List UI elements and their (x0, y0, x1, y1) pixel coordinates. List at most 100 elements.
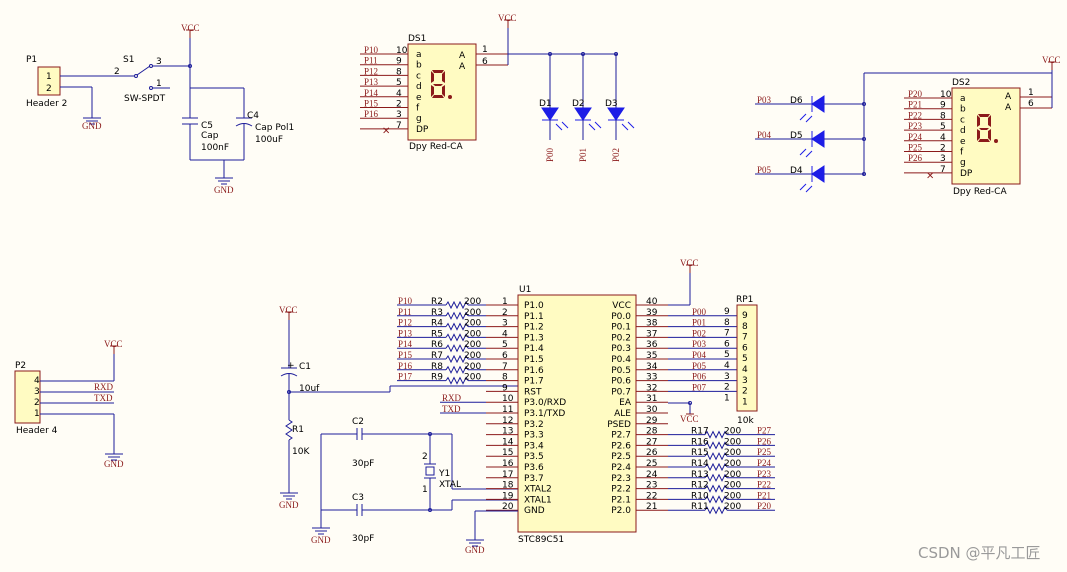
rp1-value: 10k (737, 416, 754, 426)
rp1-pinnum-5: 5 (724, 350, 730, 360)
u1-pinname-39: P0.0 (611, 312, 631, 322)
led-ref-d6: D6 (790, 96, 803, 106)
ds1-pinnum-0: 10 (396, 46, 408, 56)
gnd-label-reset: GND (279, 500, 299, 510)
vcc-label-reset: VCC (279, 305, 298, 315)
u1-pinname-23: P2.2 (611, 485, 631, 495)
rp1-pinnum-1: 1 (724, 393, 730, 403)
res-ref-r10: R10 (691, 491, 709, 501)
u1-pin-9: 9 (502, 383, 508, 393)
res-val-r17: 200 (724, 427, 741, 437)
rp1-pinlabel-8: 8 (742, 322, 748, 332)
u1-pin-10: 10 (502, 394, 514, 404)
u1-pinname-37: P0.2 (611, 333, 631, 343)
u1-pin-29: 29 (646, 416, 658, 426)
res-ref-r13: R13 (691, 470, 709, 480)
u1-pinname-25: P2.4 (611, 463, 631, 473)
p2-pin4: 4 (34, 376, 40, 386)
u1-pinname-38: P0.1 (611, 323, 631, 333)
ds2-display: DS2 a10P20b9P21c8P22d5P23e4P24f2P25g3P26… (904, 78, 1052, 197)
ds2-pinnum-7: 7 (940, 165, 946, 175)
u1-pinname-36: P0.3 (611, 344, 631, 354)
ds1-pin6: 6 (482, 57, 488, 67)
y1-ref: Y1 (438, 469, 450, 479)
reset-circuit: VCC + C1 10uf GND R1 10K (279, 305, 518, 510)
u1-pin-16: 16 (502, 459, 514, 469)
ds2-pinnum-1: 9 (940, 101, 946, 111)
u1-pin-32: 32 (646, 383, 657, 393)
vcc-label-ds1: VCC (498, 13, 517, 23)
ds2-seg-c: c (960, 115, 965, 125)
u1-pinname-34: P0.5 (611, 366, 631, 376)
led-ref-d3: D3 (605, 99, 618, 109)
u1-pinname-20: GND (524, 506, 545, 516)
p1-name: Header 2 (26, 99, 67, 109)
c1-value: 10uf (299, 384, 320, 394)
u1-pin-3: 3 (502, 319, 508, 329)
ds2-seg-d: d (960, 126, 966, 136)
rp1-pinlabel-2: 2 (742, 387, 748, 397)
res-val-r6: 200 (464, 340, 481, 350)
rp1-pinlabel-4: 4 (742, 365, 748, 375)
rp1-ref: RP1 (736, 295, 753, 305)
u1-pin-13: 13 (502, 427, 513, 437)
u1-name: STC89C51 (518, 535, 564, 545)
res-ref-r8: R8 (431, 362, 443, 372)
c1-ref: C1 (299, 362, 311, 372)
ds2-seg-b: b (960, 105, 966, 115)
ds1-pinnum-3: 5 (396, 78, 402, 88)
vcc-label-1: VCC (181, 23, 200, 33)
res-ref-r11: R11 (691, 502, 709, 512)
res-ref-r9: R9 (431, 373, 443, 383)
u1-pin-31: 31 (646, 394, 657, 404)
u1-pinname-17: P3.7 (524, 474, 544, 484)
led-d3 (607, 107, 625, 121)
res-net-P13: P13 (398, 328, 413, 338)
u1-pinname-32: P0.7 (611, 387, 631, 397)
u1-pin-28: 28 (646, 427, 658, 437)
u1-pin-35: 35 (646, 351, 657, 361)
ds1-name: Dpy Red-CA (409, 142, 463, 152)
res-val-r8: 200 (464, 362, 481, 372)
ds2-seg-f: f (960, 148, 964, 158)
res-net-P20: P20 (757, 501, 772, 511)
ds1-pinnum-1: 9 (396, 57, 402, 67)
c3-value: 30pF (352, 534, 374, 544)
u1-pin-24: 24 (646, 470, 658, 480)
u1-pin-17: 17 (502, 470, 513, 480)
res-ref-r12: R12 (691, 481, 709, 491)
u1-net-TXD: TXD (442, 404, 461, 414)
vcc-label-p2: VCC (104, 339, 123, 349)
ds1-pinnum-2: 8 (396, 67, 402, 77)
p0-net-P07: P07 (692, 382, 707, 392)
ds2-seg-e: e (960, 137, 966, 147)
u1-pin-8: 8 (502, 373, 508, 383)
ds1-net-P10: P10 (364, 45, 379, 55)
ds2-anode-a1: A (1005, 92, 1012, 102)
res-ref-r4: R4 (431, 319, 443, 329)
u1-pinname-19: XTAL1 (524, 495, 552, 505)
p1-pin1: 1 (46, 72, 52, 82)
res-ref-r16: R16 (691, 437, 709, 447)
rp1-pinlabel-3: 3 (742, 376, 748, 386)
c3-ref: C3 (352, 493, 364, 503)
u1-pinname-5: P1.4 (524, 344, 544, 354)
led-d4 (811, 165, 825, 183)
u1-pinname-1: P1.0 (524, 301, 544, 311)
ds1-pinnum-5: 2 (396, 100, 402, 110)
res-net-P14: P14 (398, 339, 413, 349)
u1-pinname-8: P1.7 (524, 377, 544, 387)
ds2-net-P21: P21 (908, 100, 922, 110)
led-ref-d4: D4 (790, 166, 803, 176)
u1-pinname-7: P1.6 (524, 366, 544, 376)
rp1-pinnum-4: 4 (724, 361, 730, 371)
p2-net-txd: TXD (94, 393, 113, 403)
u1-pinname-10: P3.0/RXD (524, 398, 566, 408)
s1-switch: S1 2 3 1 SW-SPDT (114, 55, 190, 104)
ds2-name: Dpy Red-CA (953, 187, 1007, 197)
led-d6 (811, 95, 825, 113)
c1-plus: + (287, 361, 295, 371)
gnd-label-p2: GND (104, 459, 124, 469)
